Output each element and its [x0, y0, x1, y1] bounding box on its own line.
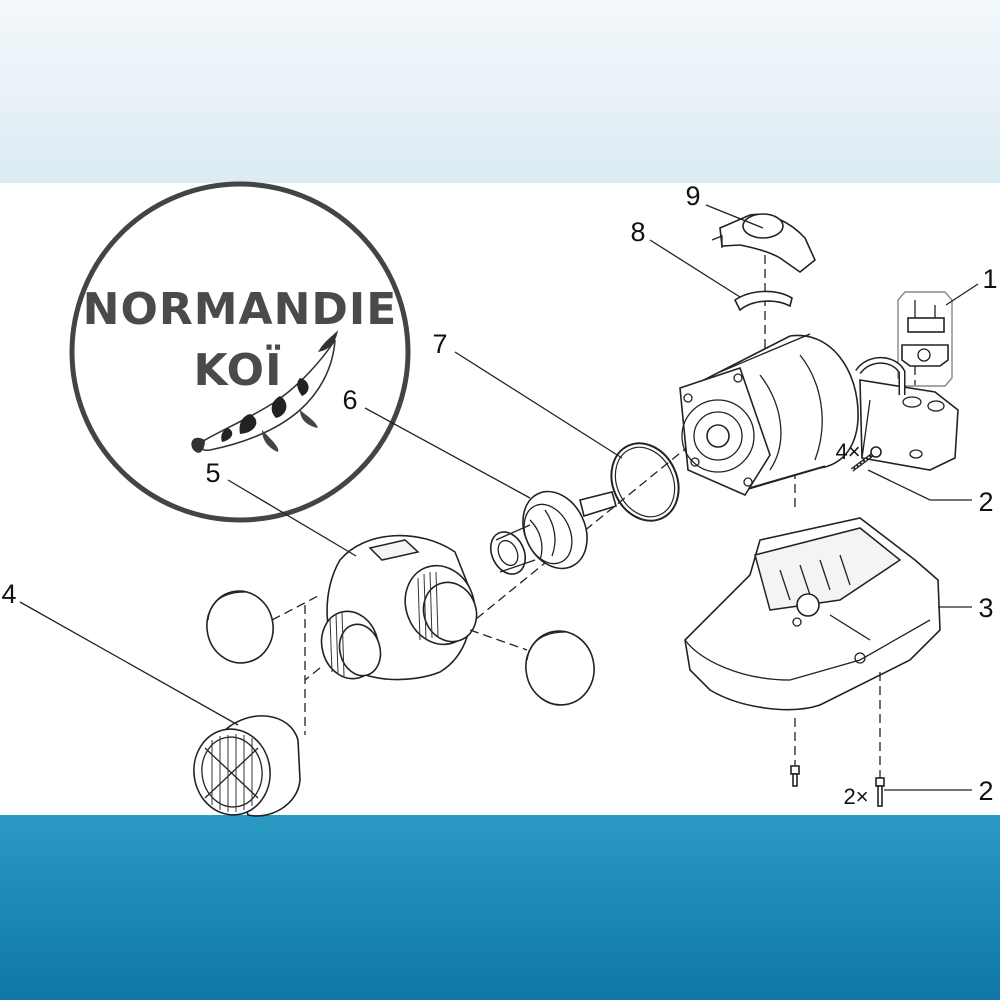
top-band: [0, 0, 1000, 183]
part-2-screw-base-right: [875, 777, 885, 807]
quantity-motor-screws: 4×: [835, 439, 860, 464]
callout-6: 6: [342, 385, 357, 415]
callout-9: 9: [685, 181, 700, 211]
quantity-base-screws: 2×: [843, 784, 868, 809]
end-cap-left: [206, 590, 274, 664]
left-cap-axis-line: [271, 595, 319, 621]
leader-6: [364, 407, 531, 499]
part-4-prefilter: [193, 715, 301, 817]
callout-8: 8: [630, 217, 645, 247]
callout-2-base: 2: [978, 776, 993, 806]
callout-3: 3: [978, 593, 993, 623]
callout-5: 5: [205, 458, 220, 488]
koi-fish-icon: [191, 330, 338, 453]
prefilter-axis-link: [304, 667, 321, 681]
leader-1: [945, 283, 979, 306]
leader-5: [227, 479, 357, 557]
callout-4: 4: [1, 579, 16, 609]
leader-7: [454, 351, 623, 459]
leader-lines: [19, 204, 979, 791]
part-7-o-ring: [610, 442, 680, 522]
leader-9: [705, 204, 764, 229]
part-2-screw-base-left: [790, 765, 800, 787]
right-cap-axis-line: [469, 629, 528, 651]
bottom-band: [0, 815, 1000, 1000]
leader-2-motor: [867, 469, 972, 501]
normandie-koi-logo: NORMANDIE KOÏ: [69, 181, 411, 523]
motor-housing: [679, 333, 959, 497]
leader-8: [649, 239, 741, 298]
part-2-screw-motor: [850, 446, 882, 472]
part-8-spring-clip: [733, 290, 793, 312]
logo-text-line1: NORMANDIE: [83, 284, 398, 335]
logo-text-line2: KOÏ: [194, 343, 283, 396]
part-3-base: [684, 517, 941, 711]
leader-4: [19, 601, 239, 726]
logo-ring: [69, 181, 411, 523]
callout-2-motor: 2: [978, 487, 993, 517]
part-6-impeller: [489, 490, 617, 575]
part-5-pump-housing: [320, 534, 478, 681]
part-9-cover-clip: [711, 213, 816, 273]
end-cap-right: [525, 630, 595, 706]
callout-1: 1: [982, 264, 997, 294]
part-1-cable-clamp: [897, 291, 953, 387]
callout-7: 7: [432, 329, 447, 359]
